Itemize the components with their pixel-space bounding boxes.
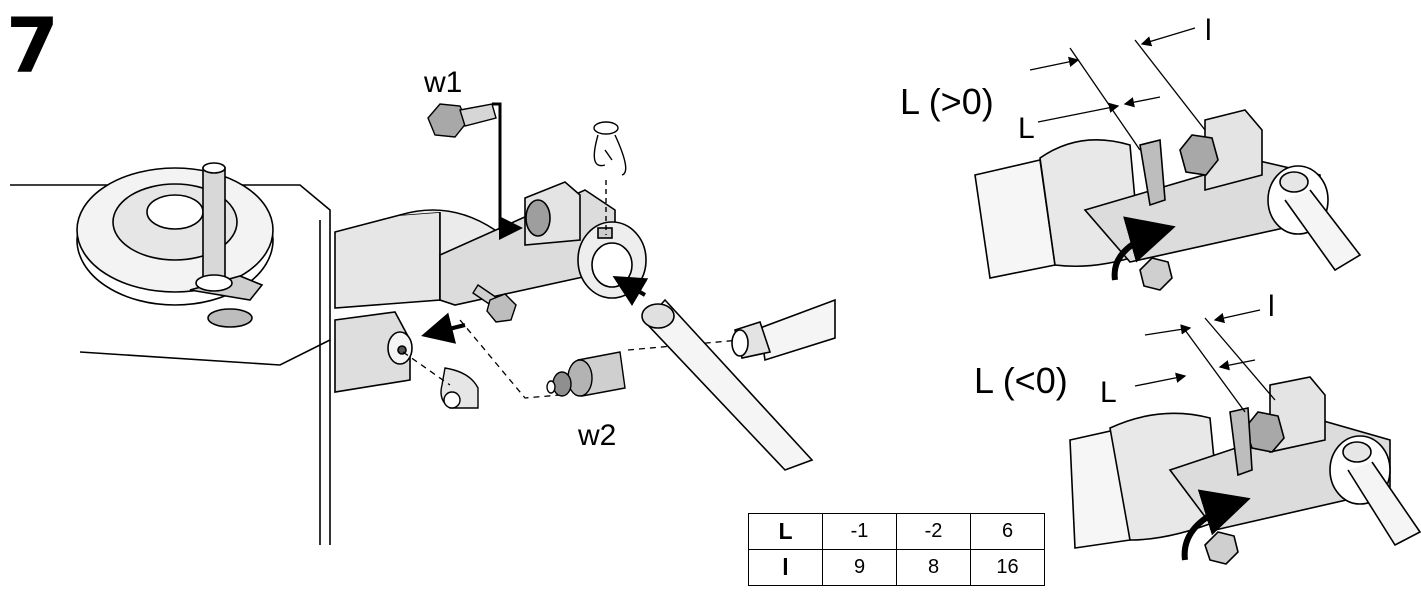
hose-straight: [731, 298, 836, 362]
table-cell: 9: [822, 549, 897, 586]
table-row-header: l: [748, 549, 823, 586]
screw: [472, 284, 517, 323]
table-cell: 6: [970, 513, 1045, 550]
step-number: 7: [6, 1, 59, 90]
detail-bottom-dim-L: L: [1100, 376, 1117, 409]
wheel: [76, 162, 274, 328]
detail-bottom-dim-l: l: [1268, 290, 1275, 323]
adjustment-table: L -1 -2 6 l 9 8 16: [748, 513, 1045, 586]
w1-label: w1: [423, 66, 462, 99]
table-row-L: L -1 -2 6: [748, 513, 1045, 550]
detail-bottom-title: L (<0): [974, 360, 1068, 401]
table-cell: 8: [896, 549, 971, 586]
table-cell: -2: [896, 513, 971, 550]
detail-top-title: L (>0): [900, 81, 994, 122]
detail-top-dim-L: L: [1018, 112, 1035, 145]
detail-bottom-drawing: [1069, 376, 1421, 565]
spring-clip-bottom: [440, 367, 479, 409]
direction-arrows: [421, 275, 649, 344]
detail-top-dim-l: l: [1205, 14, 1212, 47]
machine-body: [10, 184, 331, 545]
detail-top-dimension-lines: [1029, 27, 1206, 151]
table-row-header: L: [748, 513, 823, 550]
table-cell: 16: [970, 549, 1045, 586]
detail-top-drawing: [974, 109, 1362, 291]
w2-label: w2: [577, 419, 616, 452]
hose-diagonal: [641, 298, 814, 471]
w1-screw: [427, 102, 523, 240]
spring-clip-top: [593, 121, 627, 235]
table-cell: -1: [822, 513, 897, 550]
w2-fitting: [546, 351, 626, 397]
table-row-l: l 9 8 16: [748, 549, 1045, 586]
detail-bottom-dimension-lines: [1134, 309, 1276, 413]
